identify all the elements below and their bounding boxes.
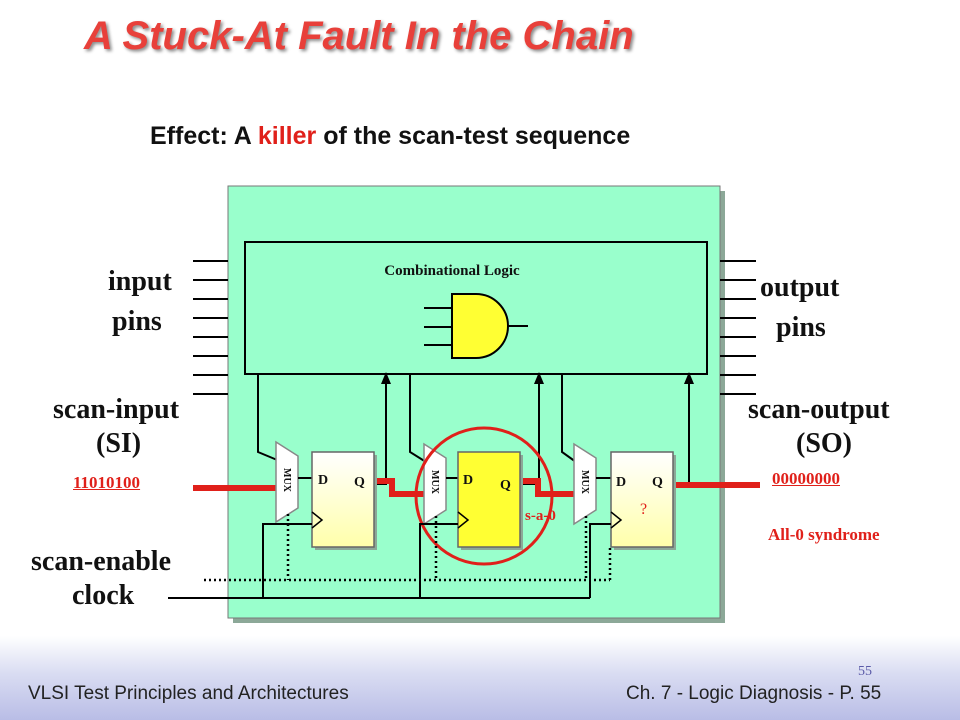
input-pins-label-line1: input <box>108 266 172 297</box>
output-pin-lines <box>720 260 756 395</box>
and-gate-icon <box>451 293 509 359</box>
output-pins-label-line1: output <box>760 272 840 303</box>
mux-1 <box>275 440 299 524</box>
flop-2-d-label: D <box>463 473 473 488</box>
mux-1-label: MUX <box>281 468 292 493</box>
mux-2-label: MUX <box>429 470 440 495</box>
subtitle-suffix: of the scan-test sequence <box>316 122 631 150</box>
flip-flop-2-faulty <box>457 451 521 548</box>
scan-input-label-line1: scan-input <box>53 394 180 425</box>
footer-course-title: VLSI Test Principles and Architectures <box>28 683 349 704</box>
subtitle-highlight: killer <box>257 122 317 150</box>
combinational-logic-label: Combinational Logic <box>384 263 520 279</box>
feedback-arrowheads <box>381 372 694 384</box>
scan-input-label-line2: (SI) <box>96 428 142 459</box>
page-number: 55 <box>858 664 872 679</box>
subtitle-prefix: Effect: A <box>150 122 258 150</box>
flop-1-clock-icon <box>311 511 324 529</box>
fault-highlight-circle <box>414 426 554 566</box>
scan-output-label-line1: scan-output <box>748 394 890 425</box>
flip-flop-3 <box>610 451 674 548</box>
scan-enable-label: scan-enable <box>31 546 171 577</box>
scan-output-label-line2: (SO) <box>796 428 852 459</box>
footer-chapter: Ch. 7 - Logic Diagnosis - P. 55 <box>626 683 882 704</box>
slide-subtitle: Effect: A killer of the scan-test sequen… <box>150 122 630 151</box>
flop-3-q-label: Q <box>652 475 663 490</box>
flop-2-clock-icon <box>457 511 470 529</box>
fault-label: s-a-0 <box>525 508 556 524</box>
footer-band <box>0 636 960 720</box>
si-pattern: 11010100 <box>73 473 141 492</box>
scan-path <box>193 478 760 497</box>
output-pins-label-line2: pins <box>776 312 826 343</box>
flop-3-clock-icon <box>610 511 623 529</box>
clock-network <box>168 523 611 599</box>
and-gate-wires <box>424 307 528 346</box>
flip-flop-1 <box>311 451 375 548</box>
mux-2 <box>423 442 447 526</box>
unknown-value-label: ? <box>640 501 647 518</box>
mux-3-label: MUX <box>579 470 590 495</box>
flop-3-d-label: D <box>616 475 626 490</box>
scan-enable-network <box>204 514 612 582</box>
so-pattern: 00000000 <box>772 469 840 488</box>
input-pins-label-line2: pins <box>112 306 162 337</box>
input-pin-lines <box>193 260 228 395</box>
flop-2-q-label: Q <box>500 478 511 493</box>
mux-3 <box>573 442 597 526</box>
flop-1-q-label: Q <box>354 475 365 490</box>
slide-title: A Stuck-At Fault In the Chain <box>84 14 634 58</box>
syndrome-label: All-0 syndrome <box>768 525 880 544</box>
clock-label: clock <box>72 580 135 611</box>
flop-1-d-label: D <box>318 473 328 488</box>
